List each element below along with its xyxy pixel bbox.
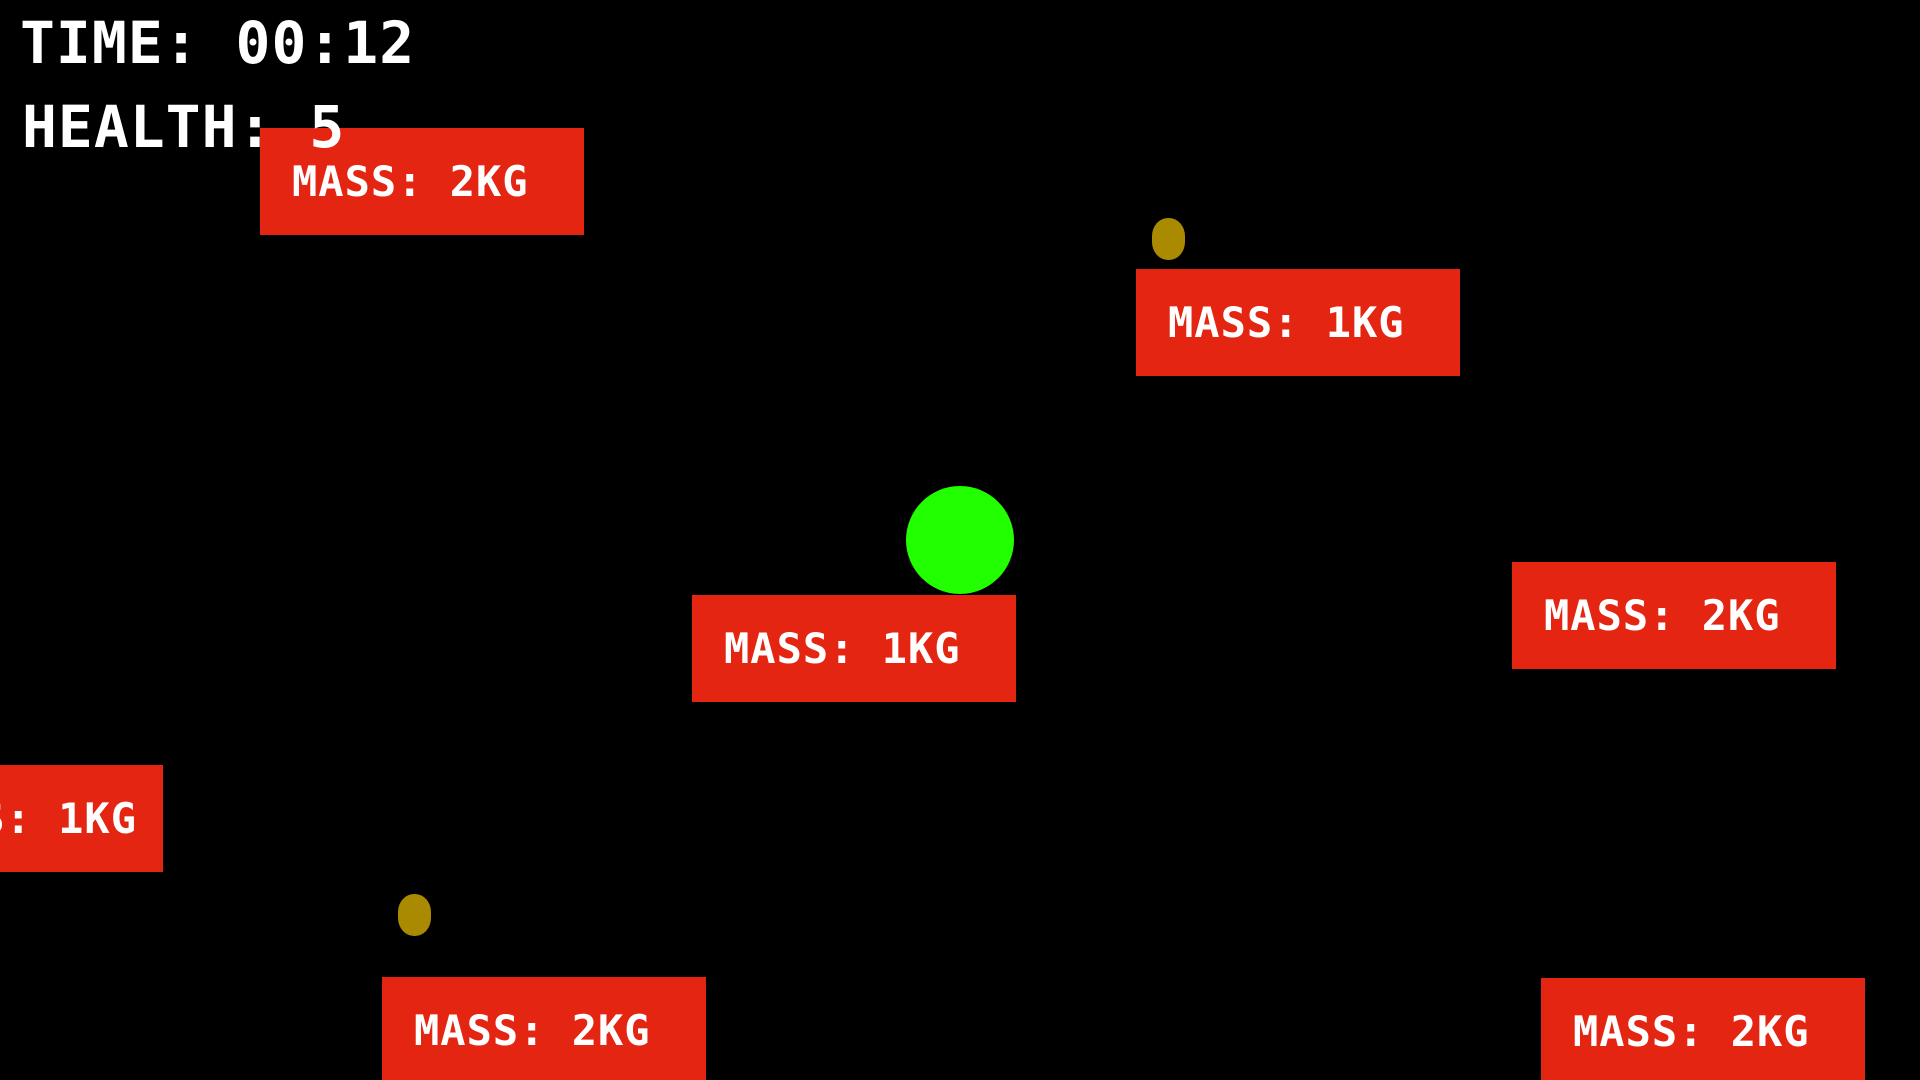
mass-block: MASS: 1KG (1136, 269, 1460, 376)
green-ball-icon (906, 486, 1014, 594)
mass-label: MASS: 2KG (1544, 591, 1781, 640)
mass-label: MASS: 1KG (724, 624, 961, 673)
mass-block: MASS: 1KG (692, 595, 1016, 702)
mass-block: MASS: 2KG (1512, 562, 1836, 669)
mass-block: MASS: 2KG (382, 977, 706, 1080)
gold-coin-icon (1152, 218, 1185, 260)
time-label: TIME: (20, 9, 200, 77)
health-label: HEALTH: (22, 93, 274, 161)
health-display: HEALTH: 5 (22, 98, 345, 156)
mass-block: MASS: 2KG (260, 128, 584, 235)
mass-block: MASS: 1KG (0, 765, 163, 872)
mass-block: MASS: 2KG (1541, 978, 1865, 1080)
mass-label: MASS: 2KG (1573, 1007, 1810, 1056)
health-value: 5 (309, 93, 346, 161)
mass-label: MASS: 2KG (414, 1006, 651, 1055)
gold-coin-icon (398, 894, 431, 936)
mass-label: MASS: 2KG (292, 157, 529, 206)
time-value: 00:12 (235, 9, 416, 77)
mass-label: MASS: 1KG (1168, 298, 1405, 347)
time-display: TIME: 00:12 (20, 14, 415, 72)
mass-label: MASS: 1KG (0, 794, 137, 843)
